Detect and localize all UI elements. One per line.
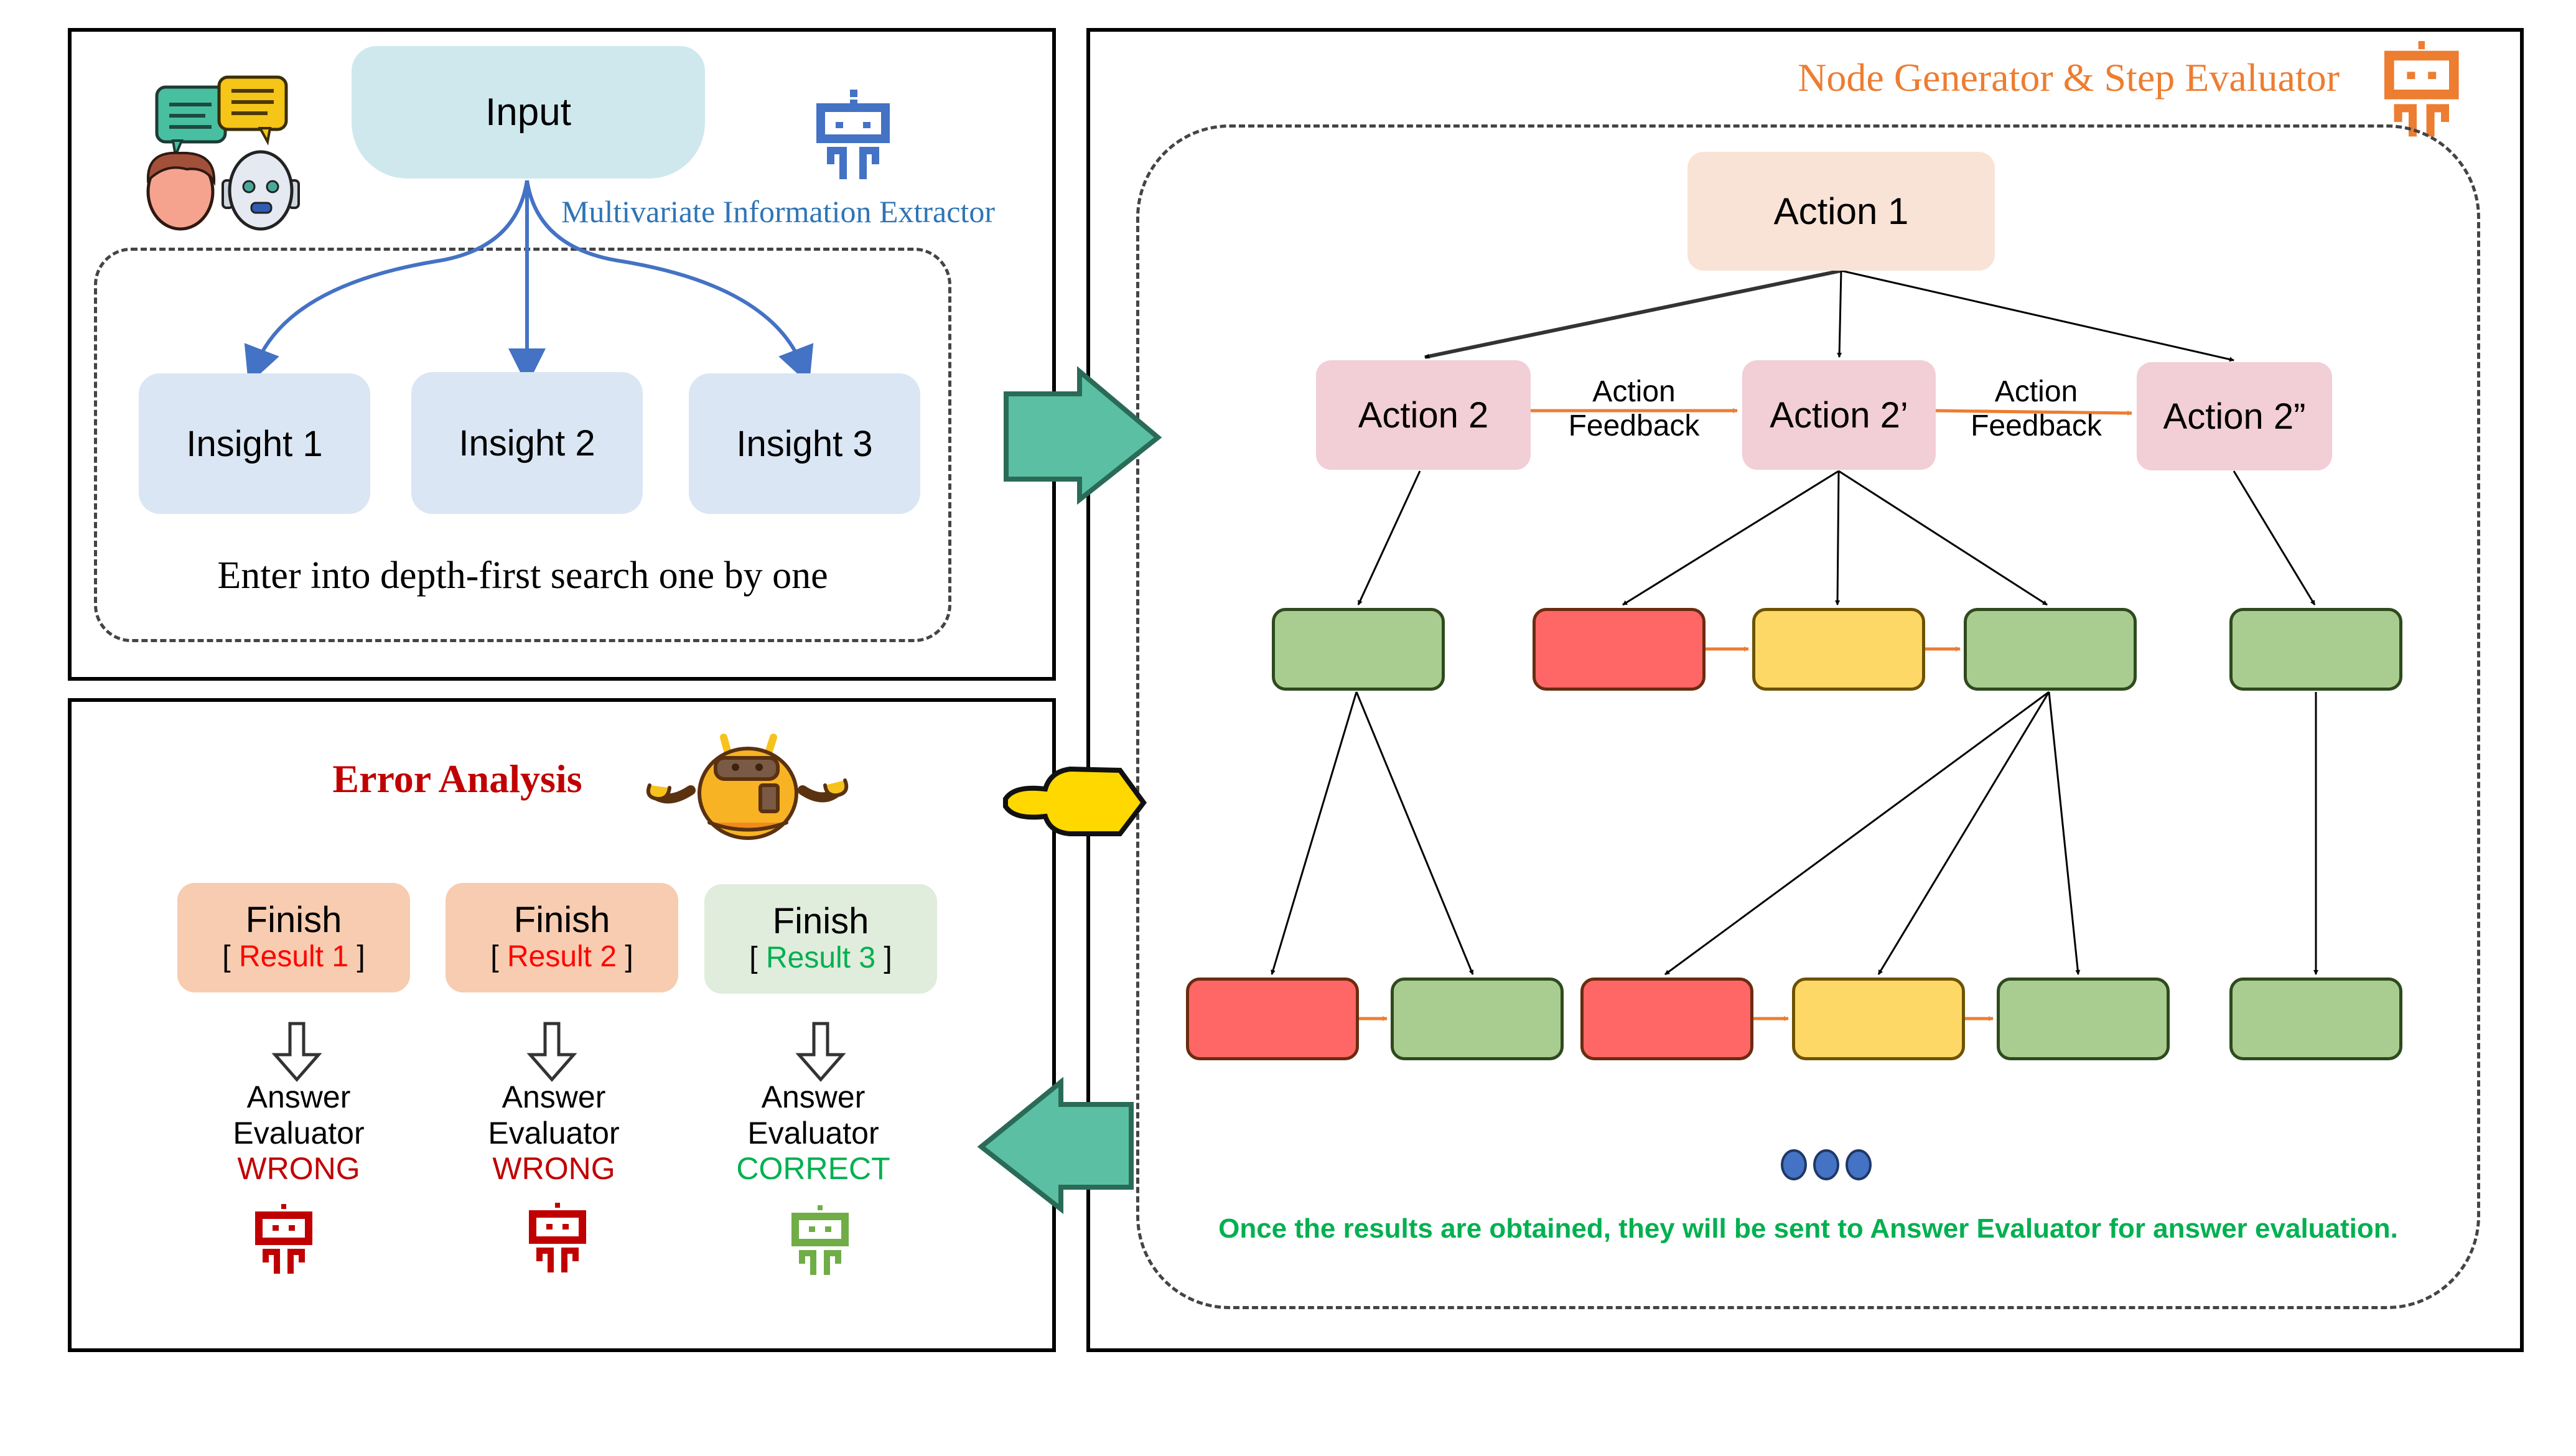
action-node-2: Action 2 [1316, 360, 1531, 470]
level4-good-node [1997, 978, 2170, 1060]
finish-node-3: Finish [ Result 3 ] [704, 884, 937, 994]
error-analysis-title: Error Analysis [332, 757, 582, 801]
footer-note: Once the results are obtained, they will… [1218, 1213, 2398, 1244]
insight-node-3: Insight 3 [689, 373, 920, 514]
level3-good-node [1964, 608, 2137, 691]
level4-bad-node [1186, 978, 1359, 1060]
evaluator-label-1: Answer Evaluator WRONG [205, 1080, 392, 1187]
input-node: Input [352, 46, 705, 179]
level3-good-node [2229, 608, 2402, 691]
feedback-label-1: Action Feedback [1568, 375, 1700, 443]
insight-node-1: Insight 1 [139, 373, 370, 514]
level3-bad-node [1533, 608, 1706, 691]
level4-good-node [1391, 978, 1564, 1060]
input-label: Input [485, 91, 571, 134]
tree-panel-title: Node Generator & Step Evaluator [1798, 55, 2340, 100]
finish-node-1: Finish [ Result 1 ] [177, 883, 410, 992]
result-label: Result 2 [506, 940, 617, 973]
result-label: Result 3 [765, 941, 876, 974]
finish-label: Finish [772, 900, 869, 941]
extractor-title: Multivariate Information Extractor [561, 194, 995, 229]
insight-node-2: Insight 2 [411, 372, 643, 514]
evaluator-label-3: Answer Evaluator CORRECT [720, 1080, 907, 1187]
result-label: Result 1 [238, 940, 349, 973]
evaluator-label-2: Answer Evaluator WRONG [460, 1080, 647, 1187]
feedback-label-2: Action Feedback [1971, 375, 2102, 443]
level4-good-node [2229, 978, 2402, 1060]
action-node-root: Action 1 [1687, 152, 1995, 271]
verdict-wrong: WRONG [492, 1151, 615, 1186]
level3-partial-node [1752, 608, 1925, 691]
finish-label: Finish [513, 899, 610, 940]
level4-partial-node [1792, 978, 1965, 1060]
verdict-correct: CORRECT [736, 1151, 890, 1186]
tree-container [1136, 124, 2480, 1309]
action-node-2-prime: Action 2’ [1742, 360, 1936, 470]
finish-label: Finish [245, 899, 342, 940]
level3-good-node [1272, 608, 1445, 691]
action-node-2-double-prime: Action 2” [2137, 362, 2332, 470]
verdict-wrong: WRONG [237, 1151, 360, 1186]
search-note: Enter into depth-first search one by one [217, 554, 828, 597]
level4-bad-node [1580, 978, 1753, 1060]
finish-node-2: Finish [ Result 2 ] [446, 883, 678, 992]
